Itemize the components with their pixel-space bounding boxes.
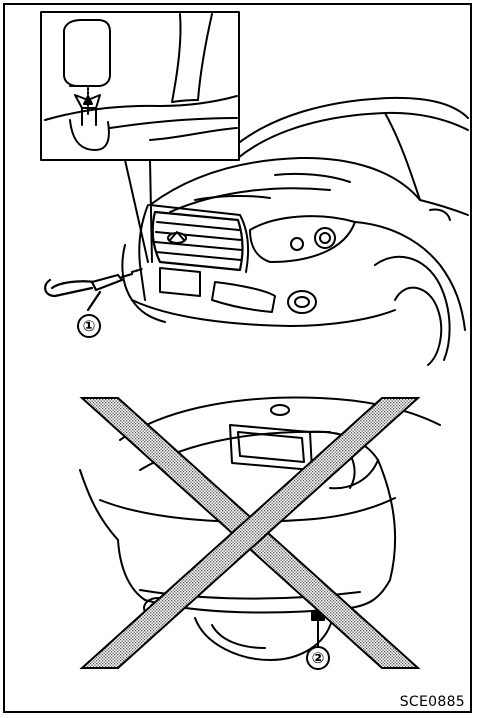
callout-2-label: ② bbox=[308, 647, 328, 669]
callout-1-label: ① bbox=[79, 315, 99, 337]
figure-code: SCE0885 bbox=[400, 694, 465, 710]
inset-detail bbox=[41, 12, 239, 262]
prohibited-x-mark bbox=[82, 398, 418, 668]
